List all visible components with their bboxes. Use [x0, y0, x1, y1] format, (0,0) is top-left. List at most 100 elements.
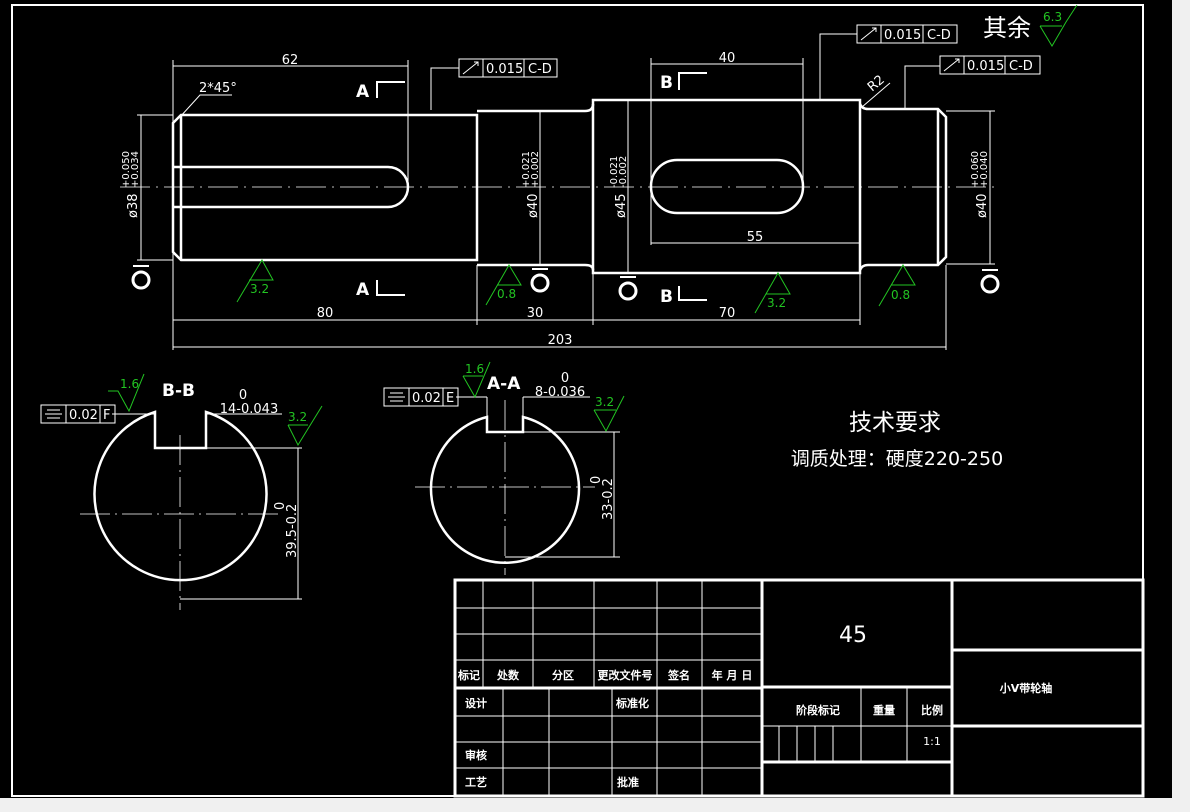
roughness-symbol-3: 3.2	[754, 271, 791, 314]
svg-text:0: 0	[239, 388, 247, 403]
svg-text:其余: 其余	[983, 14, 1031, 42]
svg-text:C-D: C-D	[927, 28, 951, 43]
svg-text:39.5-0.2: 39.5-0.2	[285, 504, 300, 558]
svg-text:3.2: 3.2	[288, 410, 307, 424]
section-mark-a-bottom: A	[356, 280, 405, 300]
svg-text:标记: 标记	[457, 668, 480, 682]
process-label: 工艺	[465, 775, 487, 789]
svg-text:ø45: ø45	[614, 194, 629, 219]
runout-icon	[943, 58, 960, 72]
svg-text:0: 0	[561, 371, 569, 386]
svg-text:ø38: ø38	[126, 194, 141, 219]
svg-text:C-D: C-D	[1009, 59, 1033, 74]
svg-text:E: E	[446, 391, 454, 406]
svg-text:+0.050: +0.050	[121, 151, 132, 188]
review-label: 审核	[465, 748, 487, 762]
section-mark-b-top: B	[660, 72, 707, 93]
svg-text:分区: 分区	[552, 668, 574, 682]
svg-text:年 月 日: 年 月 日	[712, 668, 753, 682]
approve-label: 批准	[617, 775, 639, 789]
svg-text:0.02: 0.02	[69, 408, 98, 423]
part-name: 小V带轮轴	[999, 681, 1053, 695]
svg-text:14-0.043: 14-0.043	[220, 402, 278, 417]
symmetry-icon	[45, 409, 62, 419]
scale-value: 1:1	[923, 735, 941, 748]
svg-text:3.2: 3.2	[595, 395, 614, 409]
title-block-grid	[453, 578, 1145, 798]
datum-d	[980, 269, 1000, 294]
svg-text:A: A	[356, 82, 370, 102]
dimension-lines	[137, 33, 995, 350]
roughness-symbol-4: 0.8	[878, 264, 916, 307]
dim-40: 40	[719, 51, 736, 66]
svg-text:0.8: 0.8	[891, 288, 910, 302]
dim-70: 70	[719, 306, 736, 321]
svg-text:+0.002: +0.002	[530, 151, 541, 188]
svg-text:更改文件号: 更改文件号	[598, 668, 653, 682]
requirements-line: 调质处理：硬度220-250	[791, 448, 1003, 470]
svg-text:0.015: 0.015	[884, 28, 921, 43]
datum-c	[530, 268, 550, 293]
diameter-38: ø38 +0.050 +0.034	[121, 151, 141, 218]
requirements-title: 技术要求	[849, 410, 941, 436]
section-mark-b-bottom: B	[660, 286, 707, 307]
svg-text:0.015: 0.015	[486, 62, 523, 77]
stage-mark-label: 阶段标记	[796, 703, 840, 717]
svg-text:3.2: 3.2	[767, 296, 786, 310]
svg-text:6.3: 6.3	[1043, 10, 1062, 24]
svg-text:B: B	[660, 287, 673, 307]
dim-30: 30	[527, 306, 544, 321]
datum-f	[618, 276, 638, 301]
svg-text:A-A: A-A	[487, 374, 521, 394]
svg-text:1.6: 1.6	[120, 377, 139, 391]
runout-frame-1: 0.015 C-D	[458, 58, 558, 78]
svg-text:ø40: ø40	[975, 194, 990, 219]
svg-text:0.015: 0.015	[967, 59, 1004, 74]
runout-frame-2: 0.015 C-D	[856, 24, 958, 44]
dim-80: 80	[317, 306, 334, 321]
svg-text:8-0.036: 8-0.036	[535, 385, 585, 400]
section-mark-a-top: A	[356, 81, 405, 102]
svg-text:B-B: B-B	[162, 381, 195, 401]
svg-text:+0.021: +0.021	[521, 151, 532, 188]
other-roughness: 其余 6.3	[983, 4, 1078, 47]
svg-text:A: A	[356, 280, 370, 300]
weight-label: 重量	[873, 703, 895, 717]
dim-62: 62	[282, 53, 299, 68]
svg-text:-0.002: -0.002	[618, 156, 629, 188]
svg-text:F: F	[103, 408, 110, 423]
dim-55: 55	[747, 230, 764, 245]
runout-frame-3: 0.015 C-D	[939, 55, 1041, 75]
svg-text:+0.040: +0.040	[979, 151, 990, 188]
roughness-symbol-1: 3.2	[236, 258, 274, 303]
roughness-symbol-2: 0.8	[485, 264, 522, 306]
svg-text:0.02: 0.02	[412, 391, 441, 406]
diameter-40-a: ø40 +0.021 +0.002	[521, 151, 541, 218]
title-block-headers: 标记 处数 分区 更改文件号 签名 年 月 日	[457, 668, 752, 682]
datum-e	[131, 265, 151, 290]
svg-text:+0.034: +0.034	[130, 151, 141, 188]
dim-203: 203	[548, 333, 573, 348]
material: 45	[839, 623, 867, 648]
svg-text:33-0.2: 33-0.2	[601, 478, 616, 520]
runout-icon	[462, 61, 479, 75]
svg-text:1.6: 1.6	[465, 362, 484, 376]
svg-text:B: B	[660, 73, 673, 93]
diameter-45: ø45 -0.021 -0.002	[609, 156, 629, 218]
svg-text:签名: 签名	[667, 668, 690, 682]
svg-text:0: 0	[589, 476, 604, 484]
runout-icon	[860, 27, 877, 41]
scale-label: 比例	[921, 703, 943, 717]
chamfer-label: 2*45°	[199, 81, 237, 96]
svg-text:-0.021: -0.021	[609, 156, 620, 188]
symmetry-icon	[388, 392, 405, 402]
svg-text:处数: 处数	[496, 668, 520, 682]
diameter-40-b: ø40 +0.060 +0.040	[970, 151, 990, 218]
svg-text:0.8: 0.8	[497, 287, 516, 301]
standardize-label: 标准化	[615, 696, 649, 710]
svg-text:C-D: C-D	[528, 62, 552, 77]
svg-text:0: 0	[273, 502, 288, 510]
